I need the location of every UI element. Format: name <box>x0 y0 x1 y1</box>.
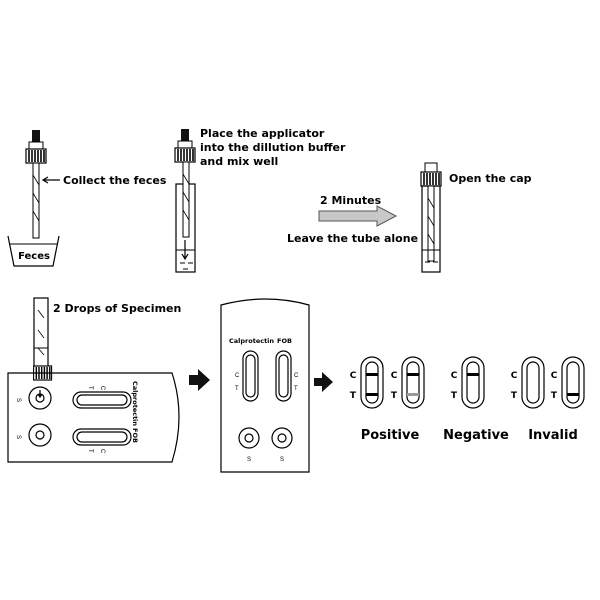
cap-gear-icon <box>174 147 196 163</box>
test-line <box>407 393 419 396</box>
sample-well-2 <box>271 427 293 449</box>
test-cassette-vertical: Calprotectin FOB C T C T S S <box>220 298 310 473</box>
step-collect: Feces Collect the feces <box>7 130 167 267</box>
collect-label: Collect the feces <box>63 174 167 187</box>
pointer-arrow-icon <box>41 176 60 184</box>
wait-label: Leave the tube alone <box>287 232 418 245</box>
dropper-tube-icon <box>33 297 49 369</box>
cap-gear-icon <box>420 171 442 187</box>
t-label: T <box>391 391 398 401</box>
c-label: C <box>294 373 299 379</box>
step-wait: 2 Minutes Leave the tube alone <box>287 194 418 245</box>
c-label: C <box>391 371 398 381</box>
s-label: S <box>247 457 251 463</box>
sample-well-1 <box>28 386 52 410</box>
result-strip-pos-weak: CT <box>391 356 425 409</box>
right-arrow-icon <box>318 205 398 227</box>
negative-label: Negative <box>443 428 509 443</box>
t-label: T <box>551 391 558 401</box>
calprotectin-label: Calprotectin <box>229 337 274 345</box>
positive-label: Positive <box>361 428 420 443</box>
feces-cup-icon <box>7 235 60 267</box>
result-strip-inv-t: CT <box>551 356 585 409</box>
test-cassette-horizontal <box>7 372 180 463</box>
step-drops: 2 Drops of Specimen S S T C T C Calprote… <box>7 297 181 463</box>
applicator-stick-icon <box>182 161 190 238</box>
applicator-stick-icon <box>32 162 40 239</box>
place-instructions: Place the applicator into the dillution … <box>200 127 349 168</box>
t-label: T <box>235 386 239 392</box>
place-line-1: Place the applicator <box>200 127 325 140</box>
result-window-calprotectin <box>72 391 132 409</box>
s-label: S <box>280 457 284 463</box>
cap-gear-icon <box>25 148 47 164</box>
s-label: S <box>15 398 21 402</box>
control-line <box>407 373 419 376</box>
wait-time-label: 2 Minutes <box>320 194 382 207</box>
place-line-3: and mix well <box>200 155 278 168</box>
sample-well-1 <box>238 427 260 449</box>
place-line-2: into the dillution buffer <box>200 141 346 154</box>
control-line <box>467 373 479 376</box>
c-label: C <box>235 373 240 379</box>
t-label: T <box>451 391 458 401</box>
invalid-label: Invalid <box>528 428 578 443</box>
result-window-fob <box>275 350 292 402</box>
open-cap-label: Open the cap <box>449 172 532 185</box>
result-window-calprotectin <box>242 350 259 402</box>
next-arrow-icon <box>314 372 333 392</box>
step-open: Open the cap <box>420 162 532 273</box>
t-label: T <box>294 386 298 392</box>
feces-label: Feces <box>18 251 50 262</box>
test-line <box>366 393 378 396</box>
s-label: S <box>15 435 21 439</box>
fob-label: FOB <box>277 337 292 345</box>
step-place: Place the applicator into the dillution … <box>174 127 349 273</box>
result-strip-pos: CT <box>350 356 384 409</box>
c-label: C <box>511 371 518 381</box>
t-label: T <box>511 391 518 401</box>
c-label: C <box>551 371 558 381</box>
result-strip-neg: CT <box>451 356 485 409</box>
result-strip-inv: CT <box>511 356 545 409</box>
fob-label: FOB <box>131 428 139 443</box>
c-label: C <box>99 386 105 391</box>
drops-label: 2 Drops of Specimen <box>53 302 181 315</box>
t-label: T <box>87 386 93 390</box>
c-label: C <box>451 371 458 381</box>
c-label: C <box>99 449 105 454</box>
calprotectin-label: Calprotectin <box>131 381 139 426</box>
sample-well-2 <box>28 423 52 447</box>
result-window-fob <box>72 428 132 446</box>
control-line <box>366 373 378 376</box>
t-label: T <box>87 449 93 453</box>
applicator-top-icon <box>32 130 40 142</box>
c-label: C <box>350 371 357 381</box>
test-line <box>567 393 579 396</box>
t-label: T <box>350 391 357 401</box>
next-arrow-icon <box>189 369 210 391</box>
